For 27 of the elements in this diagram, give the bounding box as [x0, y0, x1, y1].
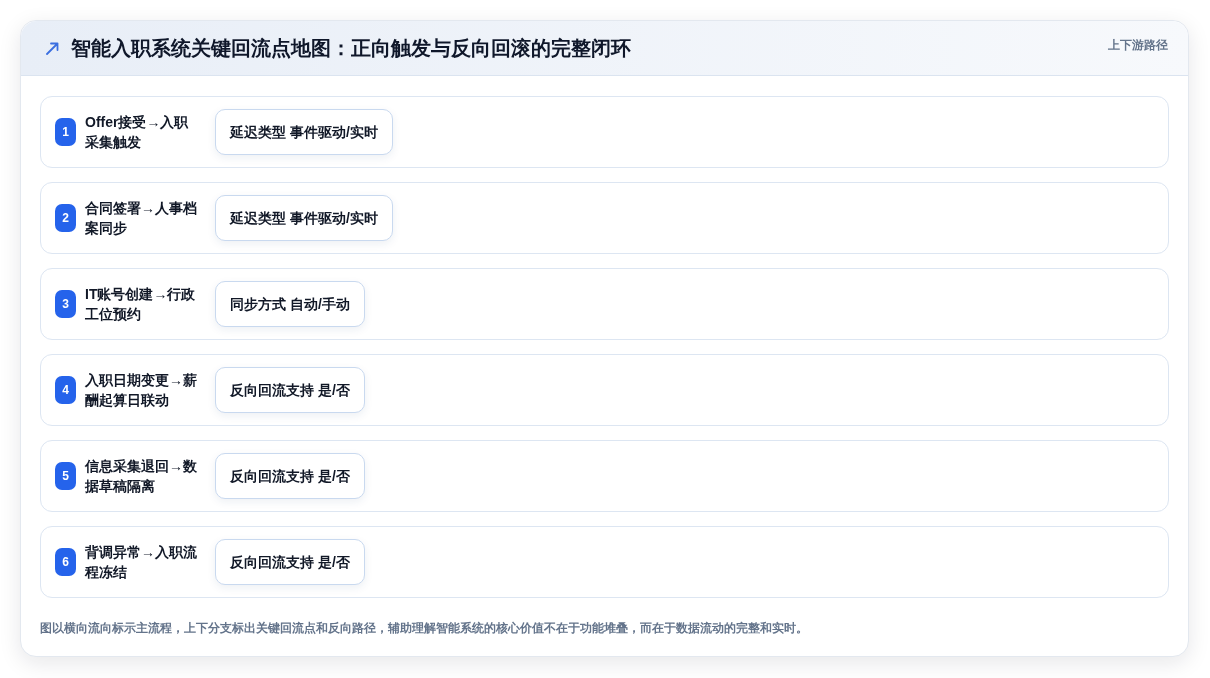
- step-title: 信息采集退回→数据草稿隔离: [85, 457, 198, 496]
- step-number-badge: 2: [55, 204, 76, 232]
- step-card: [40, 96, 1169, 168]
- step-title: IT账号创建→行政工位预约: [85, 285, 197, 324]
- attribute-tag: 同步方式 自动/手动: [215, 281, 365, 327]
- step-title: 入职日期变更→薪酬起算日联动: [85, 371, 198, 410]
- header-note: 上下游路径: [1108, 37, 1168, 53]
- step-number-badge: 5: [55, 462, 76, 490]
- step-card: [40, 268, 1169, 340]
- step-card: [40, 182, 1169, 254]
- attribute-tag: 反向回流支持 是/否: [215, 367, 365, 413]
- step-card: [40, 354, 1169, 426]
- step-card: [40, 526, 1169, 598]
- step-number-badge: 4: [55, 376, 76, 404]
- step-number-badge: 3: [55, 290, 76, 318]
- caption-text: 图以横向流向标示主流程，上下分支标出关键回流点和反向路径，辅助理解智能系统的核心价值不在于功能堆叠，而在于数据流动的完整和实时。: [40, 621, 808, 635]
- step-card: [40, 440, 1169, 512]
- attribute-tag: 反向回流支持 是/否: [215, 453, 365, 499]
- attribute-tag: 延迟类型 事件驱动/实时: [215, 109, 393, 155]
- diagram-title: 智能入职系统关键回流点地图：正向触发与反向回滚的完整闭环: [71, 36, 631, 61]
- step-title: 合同签署→人事档案同步: [85, 199, 198, 238]
- step-number-badge: 6: [55, 548, 76, 576]
- step-title: Offer接受→入职采集触发: [85, 113, 190, 152]
- step-number-badge: 1: [55, 118, 76, 146]
- attribute-tag: 反向回流支持 是/否: [215, 539, 365, 585]
- step-title: 背调异常→入职流程冻结: [85, 543, 198, 582]
- attribute-tag: 延迟类型 事件驱动/实时: [215, 195, 393, 241]
